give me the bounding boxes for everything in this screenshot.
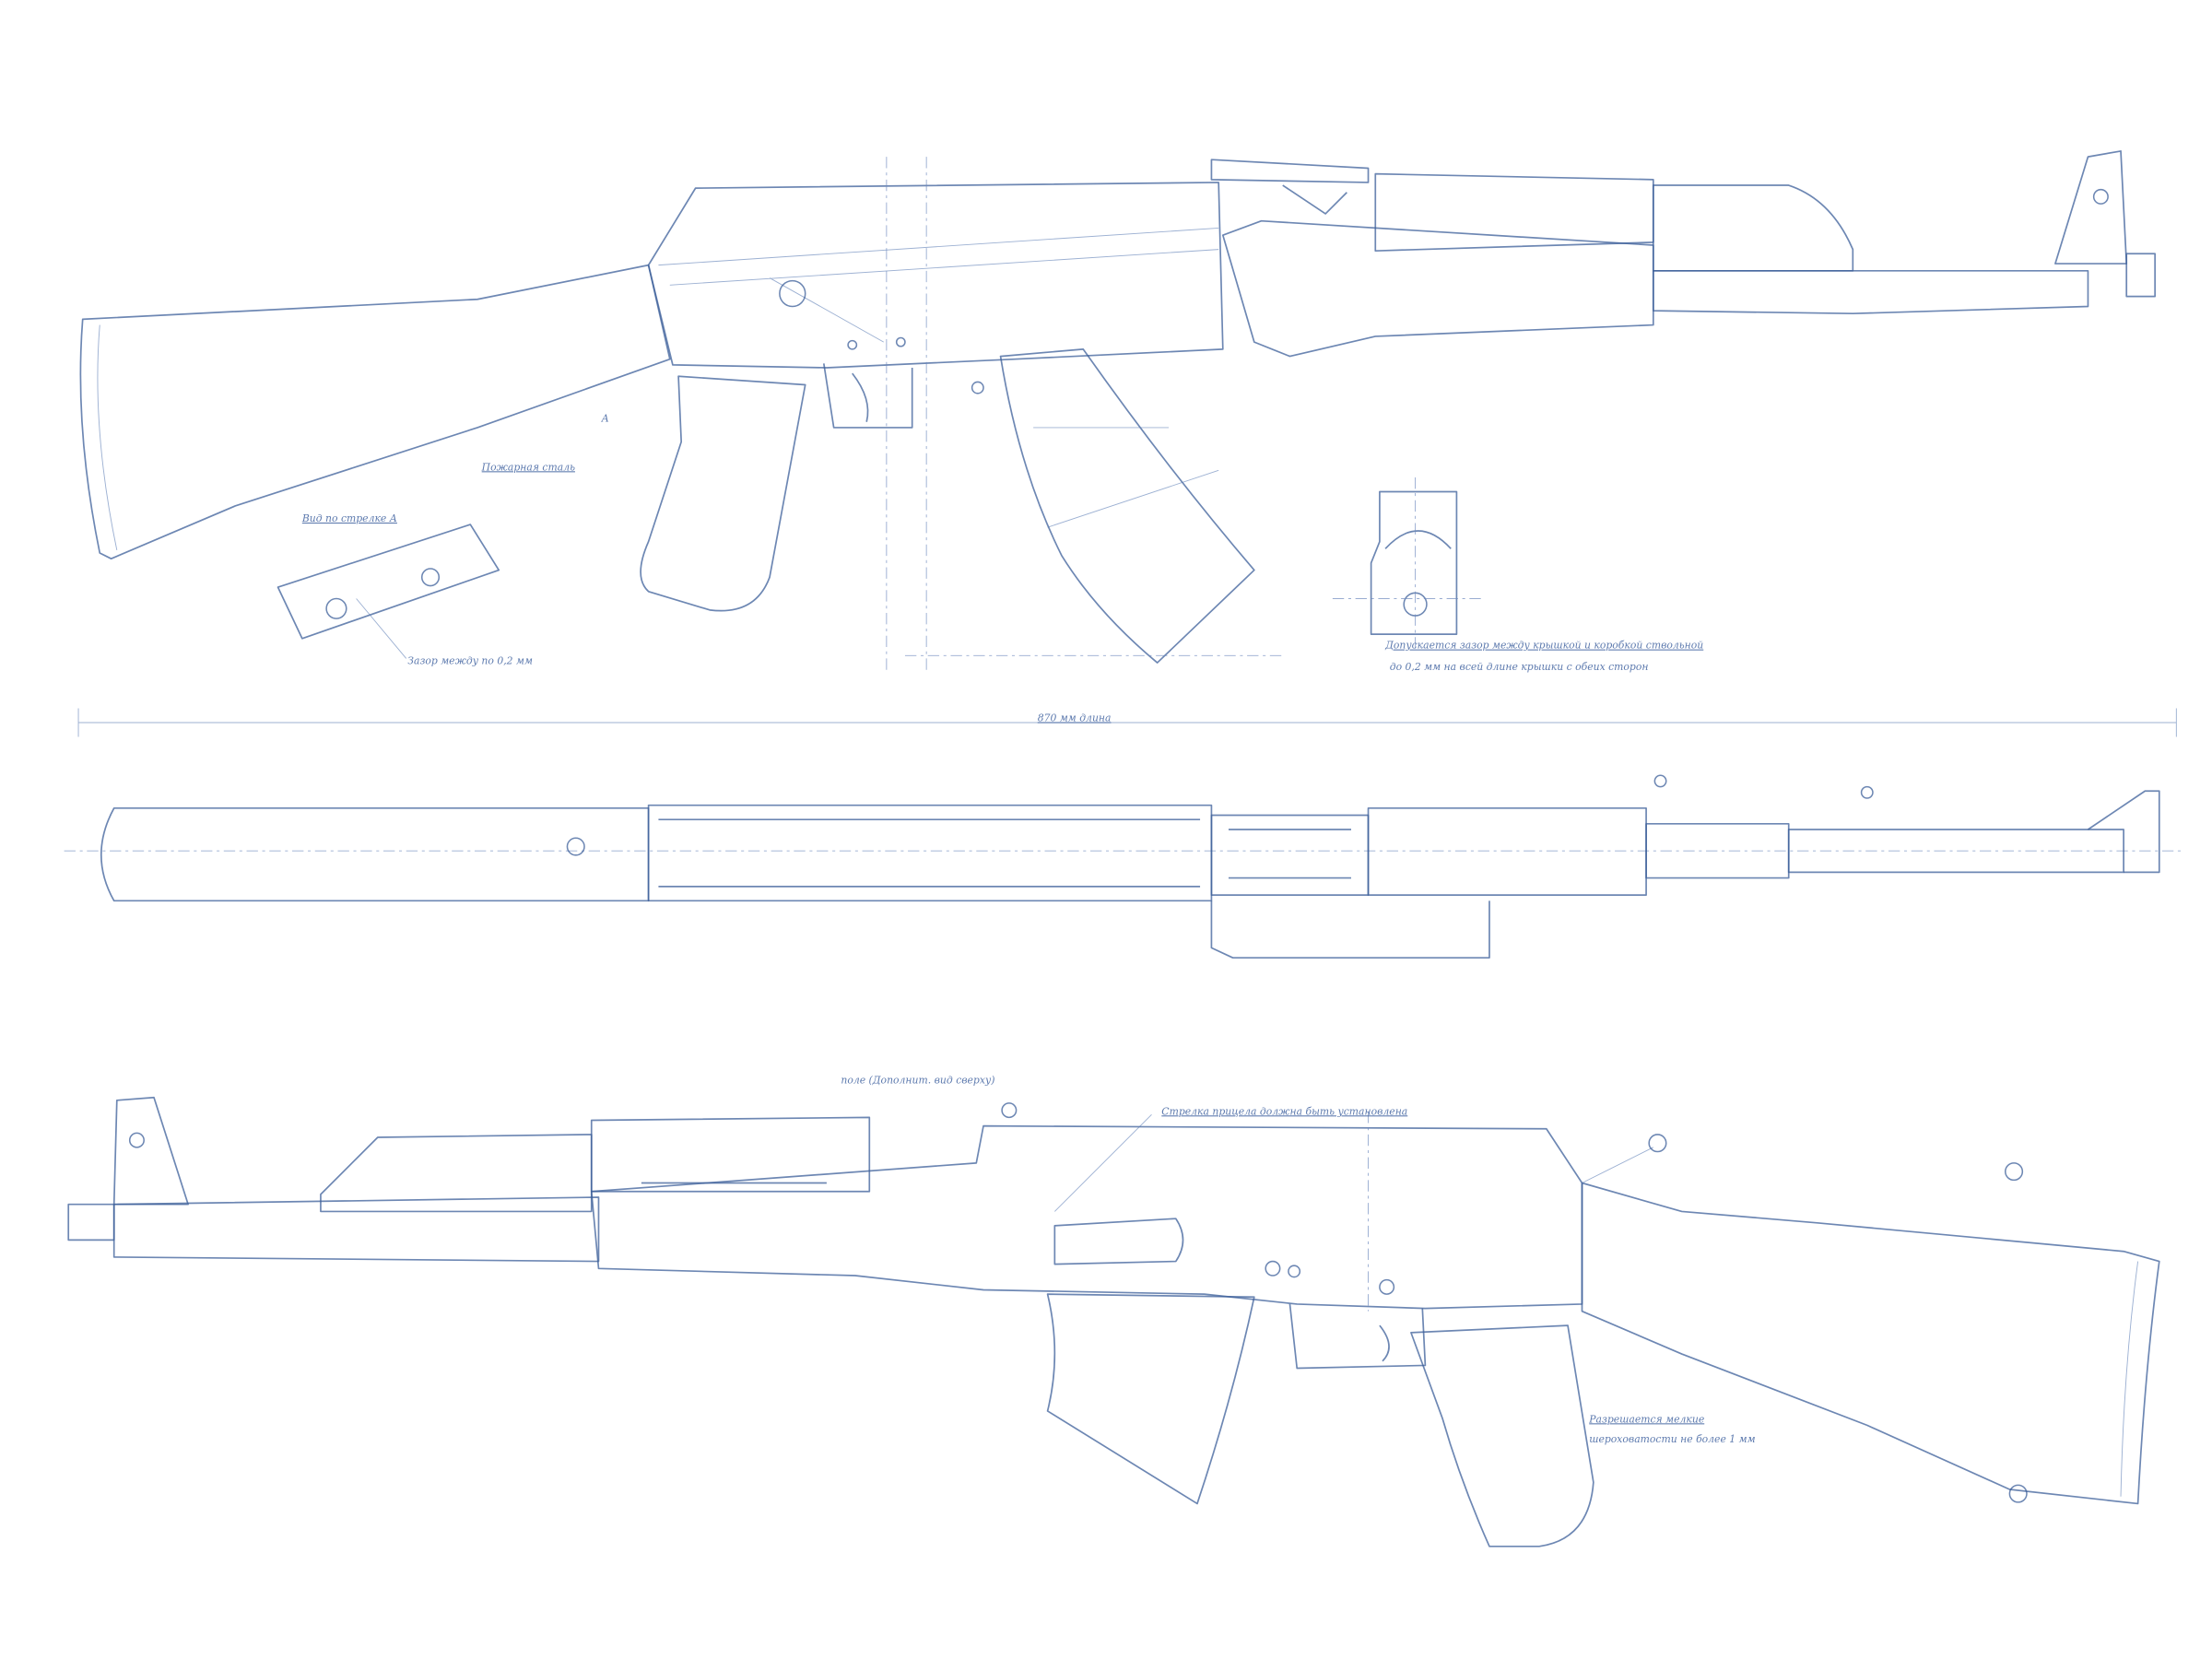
- bot-callout: [2008, 1484, 2028, 1503]
- top-magazine: [999, 348, 1255, 664]
- top-muzzle: [2125, 253, 2156, 298]
- sight-detail-outline: [1370, 490, 1458, 635]
- top-gas-block: [1652, 184, 1854, 272]
- stock-detail-screw: [420, 568, 441, 587]
- top-pistol-grip: [640, 375, 806, 612]
- top-rivet: [779, 279, 806, 308]
- bot-front-sight: [112, 1096, 189, 1206]
- bot-leader-line: [1054, 1113, 1654, 1212]
- mid-stock: [100, 806, 650, 902]
- top-trigger-guard: [822, 363, 913, 429]
- top-magazine-rib: [1033, 427, 1219, 528]
- bottom-callout-note: Стрелка прицела должна быть установлена: [1161, 1105, 1407, 1117]
- bot-magazine: [1046, 1293, 1255, 1505]
- top-front-sight: [2054, 150, 2128, 265]
- mid-gas-block: [1645, 822, 1790, 879]
- bot-gas-tube: [590, 1116, 871, 1193]
- top-front-sight-hole: [2092, 188, 2109, 205]
- top-vertical-reference: [886, 157, 1283, 670]
- top-stock-butt: [97, 324, 118, 551]
- bot-front-sight-hole: [128, 1132, 145, 1148]
- mid-handguard: [1367, 806, 1647, 896]
- bot-pin: [1288, 1265, 1301, 1278]
- mid-front-sight: [2087, 790, 2160, 874]
- bot-pistol-grip: [1410, 1324, 1594, 1547]
- material-note: Пожарная сталь: [481, 461, 575, 473]
- bot-ejection-port: [1053, 1218, 1184, 1265]
- top-rifle-side-view: [79, 150, 2156, 670]
- stock-detail-leader: [356, 598, 407, 659]
- mid-callout: [1860, 785, 1874, 799]
- sight-note-line1: Допускается зазор между крышкой и коробк…: [1384, 640, 1703, 652]
- middle-rifle-top-view: [64, 774, 2181, 959]
- dimension-line: [77, 708, 2177, 737]
- mid-magazine: [1210, 900, 1490, 959]
- mid-stock-screw: [566, 837, 585, 856]
- top-upper-handguard: [1374, 172, 1654, 253]
- mid-receiver: [647, 804, 1213, 902]
- bot-callout: [1001, 1102, 1018, 1119]
- section-label: Вид по стрелке А: [301, 512, 397, 524]
- top-pin: [895, 336, 906, 347]
- stock-detail-note: Зазор между по 0,2 мм: [407, 655, 533, 667]
- bot-trigger-guard: [1288, 1303, 1427, 1370]
- mid-mechanism: [1210, 814, 1370, 896]
- top-receiver-cover-line: [658, 227, 1219, 343]
- bottom-rifle-side-view: [67, 1096, 2160, 1547]
- bot-stock: [1581, 1182, 2160, 1505]
- bot-barrel: [112, 1196, 600, 1263]
- bot-pin: [1379, 1278, 1395, 1295]
- stock-detail-screw: [325, 597, 347, 619]
- bot-pin: [1265, 1260, 1281, 1277]
- bottom-title-note: поле (Дополнит. вид сверху): [841, 1074, 994, 1086]
- stock-detail-view: [276, 524, 500, 659]
- top-pin: [847, 339, 858, 350]
- overall-dimension: 870 мм длина: [77, 708, 2177, 737]
- bot-muzzle: [67, 1203, 115, 1241]
- bot-stock-butt: [2120, 1261, 2139, 1497]
- bot-callout: [2005, 1162, 2024, 1182]
- sight-note-line2: до 0,2 мм на всей длине крышки с обеих с…: [1390, 661, 1649, 673]
- top-rear-sight: [1210, 159, 1370, 215]
- bot-callout: [1648, 1134, 1667, 1153]
- top-pin: [971, 381, 984, 394]
- stock-detail-outline: [276, 524, 500, 640]
- stock-note-line1: Разрешается мелкие: [1588, 1413, 1704, 1425]
- bot-receiver: [590, 1124, 1583, 1310]
- sight-detail-view: [1332, 477, 1483, 649]
- sight-detail-axis: [1332, 477, 1483, 649]
- dimension-label: 870 мм длина: [1038, 712, 1112, 724]
- top-lower-handguard: [1221, 219, 1654, 358]
- top-receiver: [647, 182, 1224, 369]
- mid-callout: [1653, 774, 1667, 788]
- top-stock: [79, 264, 671, 560]
- top-barrel: [1652, 269, 2089, 315]
- stock-note-line2: шероховатости не более 1 мм: [1589, 1433, 1755, 1445]
- sight-detail-arc: [1384, 530, 1452, 549]
- label-arrow-a: А: [601, 413, 609, 425]
